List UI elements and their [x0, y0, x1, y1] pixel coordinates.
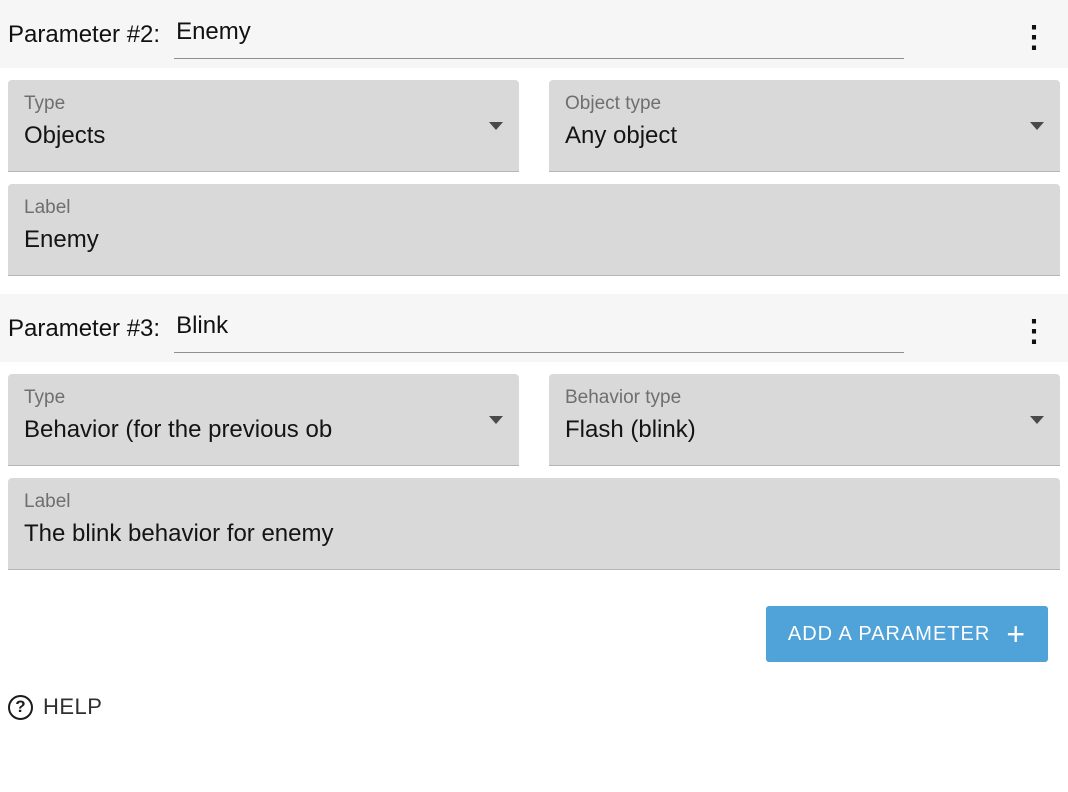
- parameter-3-field-row: Type Behavior (for the previous ob Behav…: [8, 374, 1060, 466]
- parameter-3-type-select[interactable]: Type Behavior (for the previous ob: [8, 374, 519, 466]
- parameter-3-label-row: Label The blink behavior for enemy: [8, 478, 1060, 570]
- parameter-block-2: Parameter #2: ⋮ Type Objects Object type…: [0, 0, 1068, 276]
- vertical-dots-icon: ⋮: [1019, 315, 1049, 348]
- parameter-3-name-field: [174, 310, 905, 353]
- field-label: Type: [24, 93, 66, 114]
- field-value: Any object: [565, 122, 678, 149]
- help-link-label: HELP: [43, 694, 103, 719]
- field-value: Enemy: [24, 226, 99, 253]
- parameter-2-object-type-select[interactable]: Object type Any object: [549, 80, 1060, 172]
- chevron-down-icon: [489, 122, 503, 130]
- field-value: Flash (blink): [565, 416, 696, 443]
- help-circle-icon: ?: [8, 694, 33, 720]
- parameter-3-header: Parameter #3: ⋮: [0, 294, 1068, 362]
- field-label: Object type: [565, 93, 662, 114]
- chevron-down-icon: [1030, 122, 1044, 130]
- parameter-2-title: Parameter #2:: [8, 21, 161, 48]
- field-label: Label: [24, 491, 71, 512]
- vertical-dots-icon: ⋮: [1019, 21, 1049, 54]
- parameter-3-behavior-type-select[interactable]: Behavior type Flash (blink): [549, 374, 1060, 466]
- parameter-3-label-input[interactable]: Label The blink behavior for enemy: [8, 478, 1060, 570]
- field-label: Behavior type: [565, 387, 682, 408]
- parameter-2-header: Parameter #2: ⋮: [0, 0, 1068, 68]
- field-value: The blink behavior for enemy: [24, 520, 334, 547]
- parameter-2-type-select[interactable]: Type Objects: [8, 80, 519, 172]
- parameter-3-title: Parameter #3:: [8, 315, 161, 342]
- chevron-down-icon: [1030, 416, 1044, 424]
- button-row: ADD A PARAMETER +: [0, 588, 1068, 662]
- parameter-2-name-input[interactable]: [174, 16, 905, 59]
- parameter-2-field-row: Type Objects Object type Any object: [8, 80, 1060, 172]
- parameter-3-name-input[interactable]: [174, 310, 905, 353]
- field-label: Label: [24, 197, 71, 218]
- field-value: Behavior (for the previous ob: [24, 416, 333, 443]
- parameter-3-more-options-button[interactable]: ⋮: [1014, 310, 1054, 354]
- parameter-2-name-field: [174, 16, 905, 59]
- parameter-2-label-row: Label Enemy: [8, 184, 1060, 276]
- field-value: Objects: [24, 122, 106, 149]
- parameter-2-label-input[interactable]: Label Enemy: [8, 184, 1060, 276]
- chevron-down-icon: [489, 416, 503, 424]
- parameter-block-3: Parameter #3: ⋮ Type Behavior (for the p…: [0, 294, 1068, 570]
- add-parameter-button-label: ADD A PARAMETER: [787, 622, 991, 645]
- field-label: Type: [24, 387, 66, 408]
- parameter-2-more-options-button[interactable]: ⋮: [1014, 16, 1054, 60]
- help-link[interactable]: ? HELP: [8, 694, 102, 720]
- plus-icon: +: [1006, 616, 1026, 652]
- add-parameter-button[interactable]: ADD A PARAMETER +: [765, 606, 1048, 662]
